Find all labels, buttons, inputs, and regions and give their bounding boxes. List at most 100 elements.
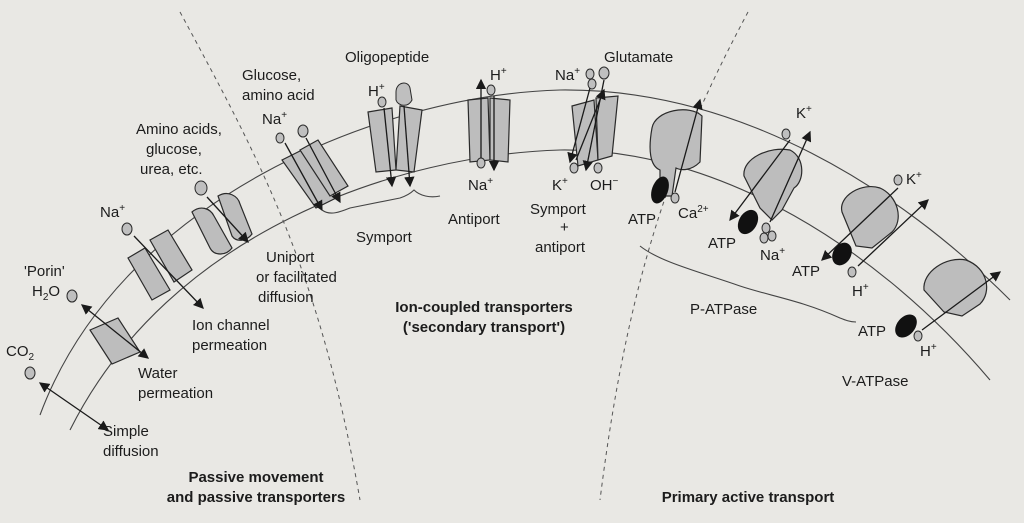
- h-antiport-label: H+: [490, 66, 507, 84]
- p-atpase-label: P-ATPase: [690, 301, 757, 318]
- glut-na2: [587, 78, 597, 90]
- membrane-outer-arc: [39, 89, 1011, 416]
- porin-group: [66, 289, 150, 365]
- simple-diffusion-group: [24, 366, 110, 431]
- v-atpase-body: [923, 258, 988, 317]
- uniport-arrow: [206, 196, 249, 243]
- nak-arrow-in: [729, 139, 791, 222]
- hk-arrow-in: [821, 187, 899, 261]
- glut-glutamate: [598, 66, 610, 80]
- water-arrow: [80, 304, 150, 359]
- glut-arrow1: [567, 87, 591, 164]
- co2-molecule: [24, 366, 36, 380]
- na-symport-label: Na+: [262, 110, 287, 128]
- glut-oh: [593, 162, 603, 174]
- h-oligopeptide-symport: [367, 82, 423, 188]
- co2-label: CO2: [6, 343, 35, 363]
- porin-channel: [89, 317, 141, 365]
- antiport-right: [489, 97, 511, 163]
- na-antiport-label: Na+: [468, 176, 493, 194]
- atp2-label: ATP: [708, 235, 736, 252]
- ion-channel-left: [127, 247, 171, 301]
- membrane-inner-arc: [69, 149, 991, 431]
- v-arrow: [921, 271, 1002, 331]
- oligopeptide-label: Oligopeptide: [345, 49, 429, 66]
- h-patp-label: H+: [852, 282, 869, 300]
- h-symport-label: H+: [368, 82, 385, 100]
- ion-channel-right: [149, 229, 193, 283]
- co2-arrow: [38, 382, 110, 431]
- uniport-left: [191, 207, 233, 255]
- na-channel-ion: [121, 222, 133, 236]
- symport2-peptide: [395, 82, 413, 106]
- glut-arrow3: [575, 88, 606, 161]
- na-channel-label: Na+: [100, 203, 125, 221]
- amino-acid-molecule: [194, 180, 208, 196]
- uniport-right: [217, 192, 253, 241]
- glutamate-label: Glutamate: [604, 49, 673, 66]
- antiport-group: [467, 78, 511, 172]
- symport1-arrow2: [305, 137, 341, 204]
- hk-h: [847, 266, 857, 278]
- secondary-region-title: Ion-coupled transporters('secondary tran…: [395, 299, 573, 336]
- symport1-body2: [299, 139, 349, 197]
- v-h: [913, 330, 923, 342]
- uniport-group: [191, 180, 253, 255]
- ca-atp-blob: [651, 176, 669, 204]
- k-glut-label: K+: [552, 176, 568, 194]
- glut-left: [571, 99, 599, 167]
- na-glutamate-label: Na+: [555, 66, 580, 84]
- symport-brace: [321, 189, 441, 214]
- ca-ion: [670, 192, 680, 204]
- oh-glut-label: OH−: [590, 176, 619, 194]
- atp3-label: ATP: [792, 263, 820, 280]
- hk-atp-blob: [832, 242, 852, 266]
- v-atpase-label: V-ATPase: [842, 373, 908, 390]
- symport1-na: [275, 132, 285, 144]
- antiport-label: Antiport: [448, 211, 501, 228]
- symport1-arrow1: [284, 142, 323, 212]
- symport2-left: [367, 107, 397, 173]
- divider-right: [599, 11, 749, 501]
- glut-k: [569, 162, 579, 174]
- ca-label: Ca2+: [678, 204, 709, 222]
- nak-na1: [761, 222, 771, 234]
- symport-antiport-label: Symport+antiport: [530, 201, 587, 256]
- glut-na1: [585, 68, 595, 80]
- nak-arrow-out: [769, 130, 812, 223]
- symport1-glucose: [297, 124, 309, 138]
- hk-atpase: [821, 174, 929, 278]
- ion-channel-arrow: [133, 235, 204, 309]
- nak-atp-blob: [737, 209, 759, 235]
- p-atpase-brace: [639, 245, 857, 323]
- symport2-h: [377, 96, 387, 108]
- glutamate-transporter: [567, 66, 619, 174]
- antiport-na: [476, 157, 486, 169]
- h-vatp-label: H+: [920, 342, 937, 360]
- v-atp-blob: [895, 314, 917, 338]
- symport2-right: [395, 105, 423, 173]
- hk-k: [893, 174, 903, 186]
- nak-atpase: [729, 128, 812, 244]
- ca-atpase: [649, 98, 703, 204]
- h2o-molecule: [66, 289, 78, 303]
- antiport-h: [486, 84, 496, 96]
- hk-arrow-out: [857, 199, 929, 267]
- symport2-arrow1: [383, 107, 397, 188]
- ion-channel-group: [121, 222, 204, 309]
- na-patp-label: Na+: [760, 246, 785, 264]
- k2-label: K+: [906, 170, 922, 188]
- glut-right: [595, 95, 619, 161]
- amino-acids-label: Amino acids,glucose,urea, etc.: [136, 121, 222, 178]
- v-atpase: [895, 258, 1002, 342]
- ca-arrow: [674, 98, 703, 193]
- atp4-label: ATP: [858, 323, 886, 340]
- k1-label: K+: [796, 104, 812, 122]
